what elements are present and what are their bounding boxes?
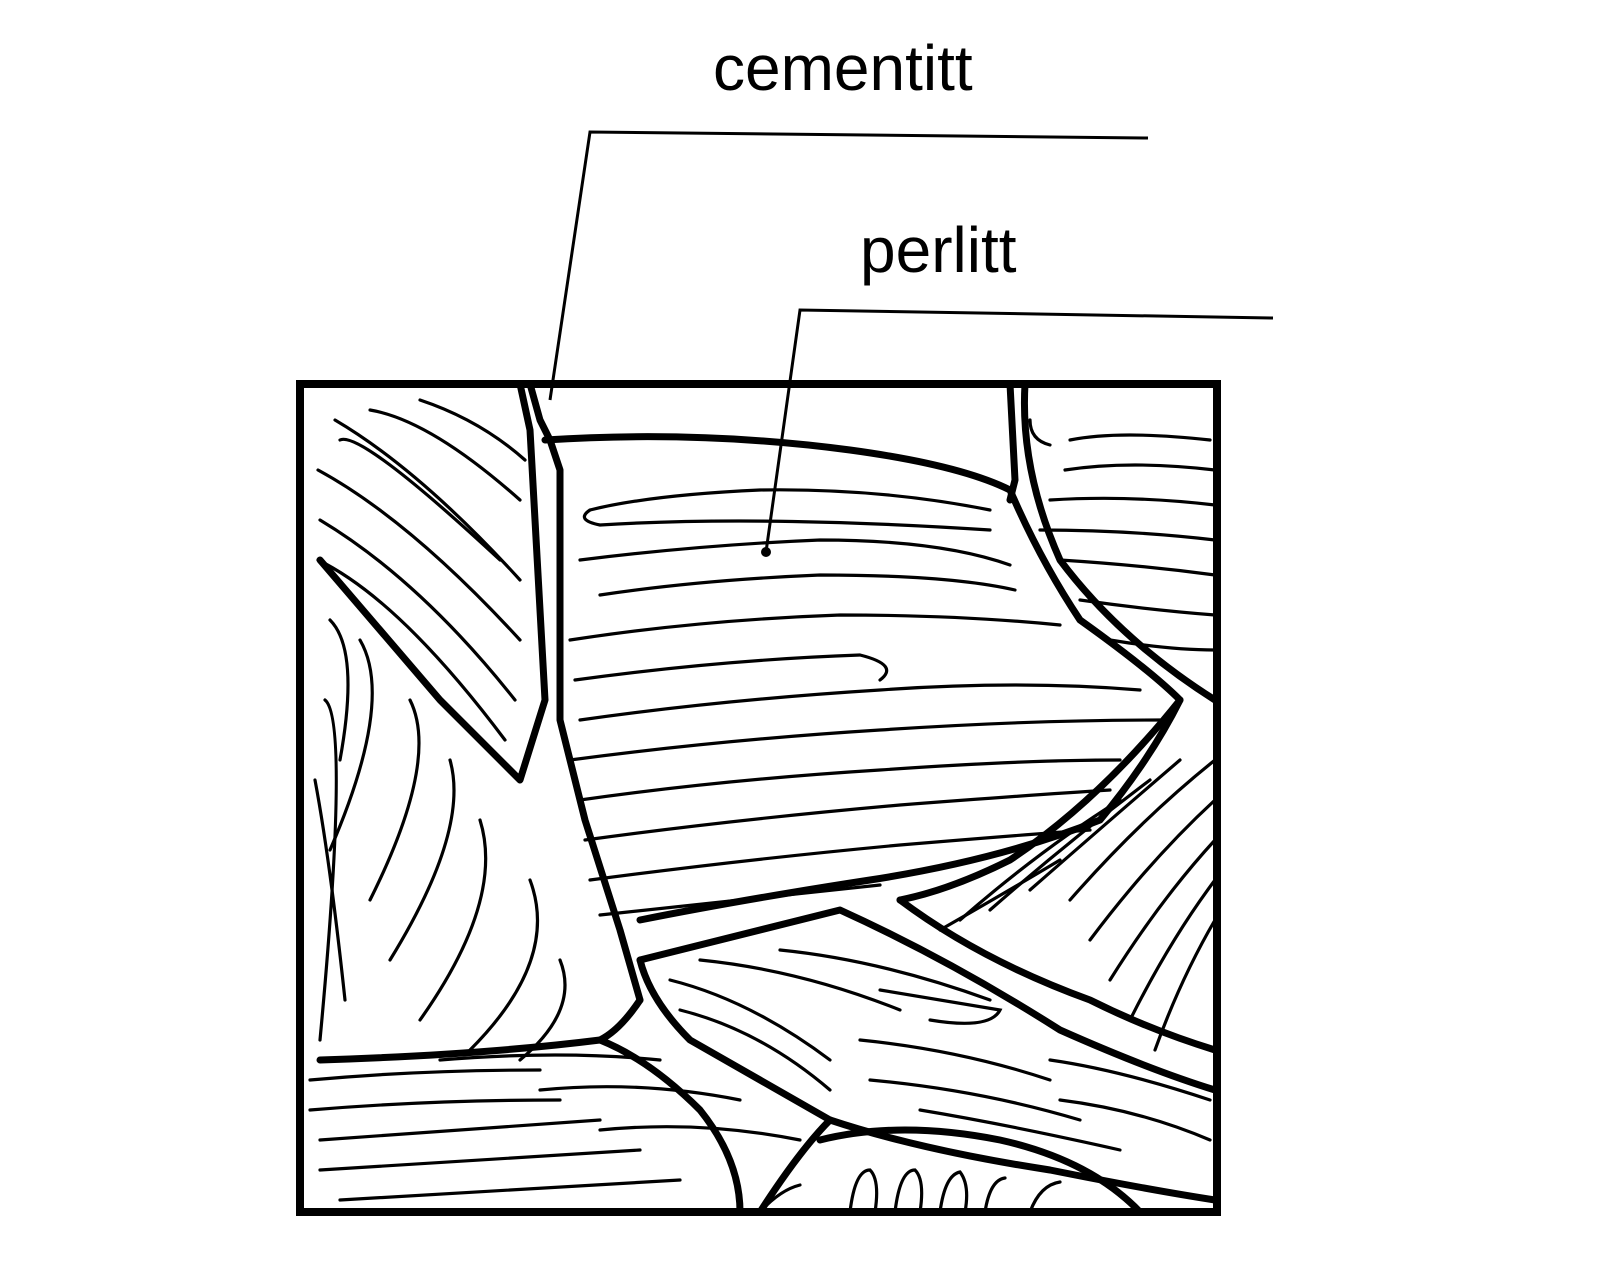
pearlite-grain-bottom-left: [308, 1053, 802, 1202]
pearlite-grain-center: [568, 488, 1162, 917]
pearlite-grain-left: [313, 618, 567, 1062]
micrograph-field: [308, 384, 1217, 1212]
cementite-leader-line: [548, 130, 1149, 401]
pearlite-leader-line: [764, 308, 1274, 553]
cementite-label: cementitt: [713, 32, 973, 104]
micrograph-frame: [296, 380, 1221, 1216]
pearlite-label: perlitt: [860, 214, 1017, 286]
pearlite-grain-lower-center: [668, 948, 1212, 1152]
pearlite-grain-top-right: [1028, 418, 1217, 652]
pearlite-grain-top-left: [316, 398, 527, 742]
cementite-grain-boundaries: [316, 384, 1217, 1212]
pearlite-pointer-dot: [761, 547, 771, 557]
pearlite-grain-bottom: [758, 1168, 1062, 1212]
